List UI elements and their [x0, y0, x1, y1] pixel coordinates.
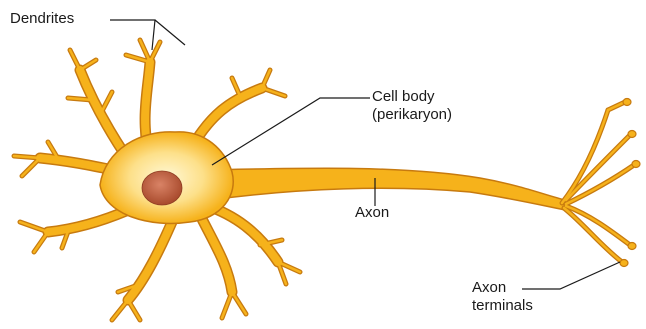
cell-body-label-line1: Cell body: [372, 88, 452, 106]
axon-terminals-label: Axon terminals: [472, 279, 533, 315]
axon-terminals-label-line1: Axon: [472, 279, 533, 297]
nucleus: [142, 171, 182, 205]
axon-terminals-leader: [522, 262, 620, 289]
cell-body-leader: [212, 98, 370, 165]
axon-terminals: [562, 99, 640, 267]
axon-label: Axon: [355, 204, 389, 222]
cell-body-label-line2: (perikaryon): [372, 106, 452, 124]
axon-terminals-label-line2: terminals: [472, 297, 533, 315]
cell-body-label: Cell body (perikaryon): [372, 88, 452, 124]
dendrites-leader: [110, 20, 185, 50]
dendrites-label: Dendrites: [10, 10, 74, 28]
